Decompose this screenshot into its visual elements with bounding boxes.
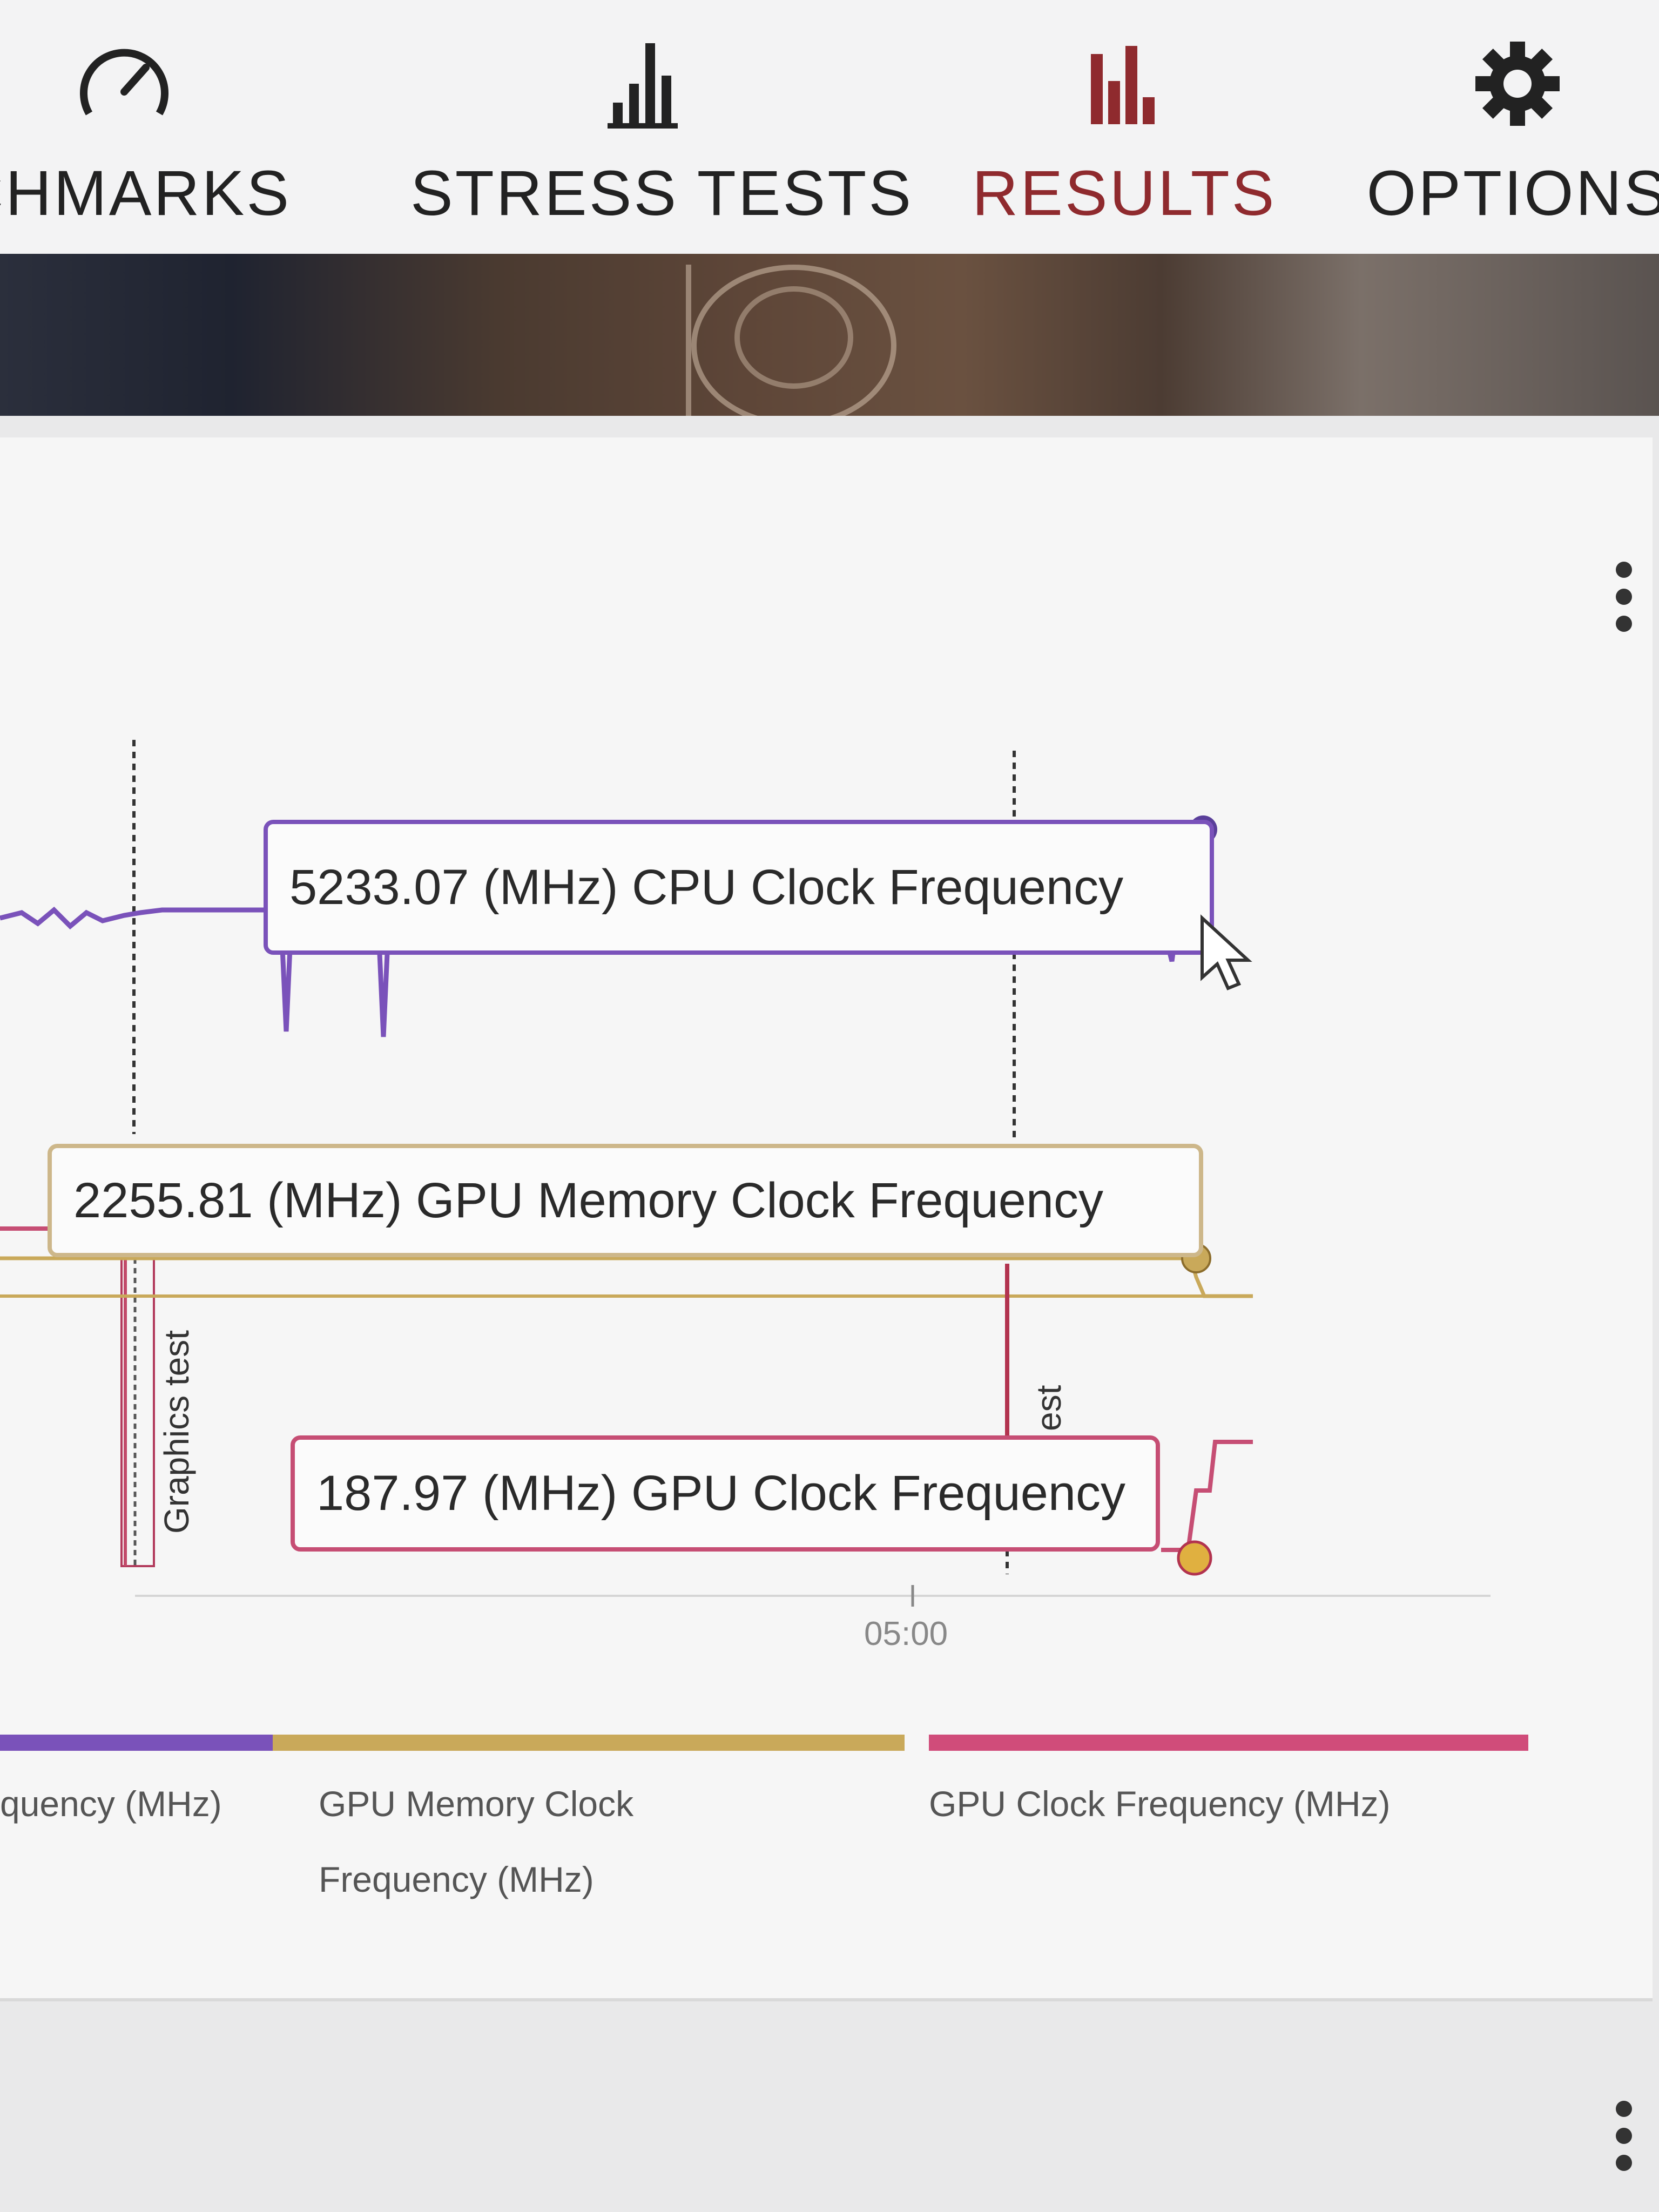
gear-icon: [1475, 42, 1560, 126]
tab-options[interactable]: OPTIONS: [1350, 0, 1659, 254]
gpu-tooltip-text: 187.97 (MHz) GPU Clock Frequency: [316, 1466, 1126, 1521]
tab-stress-tests[interactable]: STRESS TESTS: [410, 0, 914, 254]
tab-options-label: OPTIONS: [1366, 158, 1659, 229]
header-banner-image: [0, 254, 1659, 416]
graphics-test-marker-label: Graphics test: [157, 1330, 196, 1534]
legend-label-gpu-memory[interactable]: GPU Memory Clock Frequency (MHz): [319, 1784, 634, 1899]
mouse-cursor-icon: [1201, 914, 1252, 990]
results-chart-icon: [1091, 46, 1155, 124]
more-options-icon[interactable]: [1613, 562, 1635, 632]
tab-results-label: RESULTS: [972, 158, 1277, 229]
legend-label-gpu[interactable]: GPU Clock Frequency (MHz): [929, 1784, 1391, 1824]
gpu-tooltip: 187.97 (MHz) GPU Clock Frequency: [291, 1435, 1160, 1552]
x-axis-tick-label: 05:00: [864, 1615, 948, 1653]
cpu-tooltip-text: 5233.07 (MHz) CPU Clock Frequency: [289, 859, 1124, 915]
tab-stress-tests-label: STRESS TESTS: [410, 158, 914, 229]
legend-swatch-gpu[interactable]: [929, 1735, 1528, 1751]
test-marker-label-right: est: [1029, 1385, 1068, 1431]
more-options-icon[interactable]: [1613, 2101, 1635, 2171]
legend-label-cpu[interactable]: quency (MHz): [0, 1784, 222, 1824]
tab-benchmarks[interactable]: CHMARKS: [0, 0, 335, 254]
legend-swatch-gpu-memory[interactable]: [273, 1735, 905, 1751]
banner-decoration: [691, 265, 896, 416]
top-navigation: CHMARKS STRESS TESTS RESULTS: [0, 0, 1659, 254]
banner-decoration: [686, 265, 691, 416]
bar-chart-icon: [608, 43, 678, 129]
banner-decoration: [734, 286, 853, 389]
gpu-memory-tooltip-text: 2255.81 (MHz) GPU Memory Clock Frequency: [73, 1172, 1104, 1228]
cpu-tooltip: 5233.07 (MHz) CPU Clock Frequency: [264, 820, 1214, 955]
gpu-series-hover-point: [1177, 1540, 1212, 1576]
tab-benchmarks-label: CHMARKS: [0, 158, 292, 229]
legend-swatch-cpu[interactable]: [0, 1735, 292, 1751]
speedometer-icon: [80, 49, 168, 116]
gpu-memory-tooltip: 2255.81 (MHz) GPU Memory Clock Frequency: [48, 1144, 1203, 1257]
tab-results[interactable]: RESULTS: [972, 0, 1274, 254]
gpu-series-line: [1161, 1440, 1253, 1552]
gpu-memory-series-line: [0, 1256, 1253, 1298]
